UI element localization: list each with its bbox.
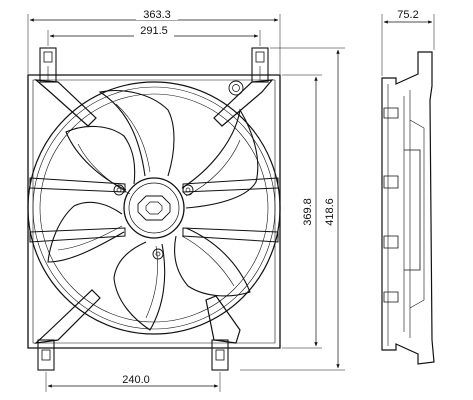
top-left-bracket [39,47,57,83]
fan-blades [47,90,259,331]
mounting-bosses [113,80,244,260]
bottom-left-bracket [37,339,55,371]
blade-ribs [57,103,241,319]
dim-overall-width: 363.3 [143,9,171,21]
shroud-outline [27,74,281,349]
dim-overall-height: 418.6 [324,198,336,226]
dim-depth: 75.2 [397,9,418,21]
horizontal-spokes [29,177,279,243]
dimension-labels: 363.3 291.5 240.0 369.8 418.6 75.2 [116,8,419,386]
dim-bracket-span: 291.5 [140,25,168,37]
side-view [381,51,435,365]
support-struts [34,79,274,344]
bottom-right-bracket [211,339,229,371]
front-view [27,47,281,371]
dimension-lines [27,14,435,392]
motor-hub [123,177,185,239]
dim-bottom-span: 240.0 [122,374,150,386]
top-right-bracket [251,47,269,83]
dim-shroud-height: 369.8 [302,198,314,226]
